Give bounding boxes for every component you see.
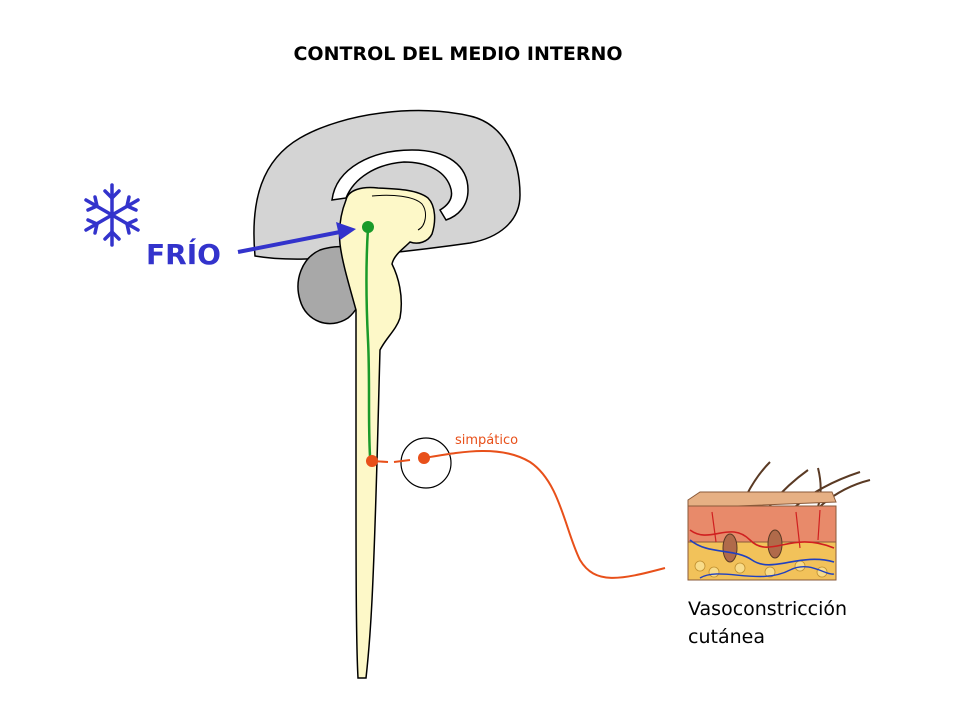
postganglionic-fiber (423, 449, 666, 579)
third-ventricle (371, 194, 426, 231)
skin-cross-section (687, 461, 871, 581)
stimulus-arrow (237, 230, 341, 254)
effect-label-line2: cutánea (688, 626, 765, 648)
sympathetic-label: simpático (455, 433, 518, 448)
stimulus-label: FRÍO (146, 237, 221, 271)
effect-label-line1: Vasoconstricción (688, 598, 847, 620)
preganglionic-fiber (371, 459, 411, 463)
hypothalamus-neuron (362, 221, 374, 233)
stimulus-arrowhead (336, 222, 356, 240)
sympathetic-ganglion (400, 437, 452, 489)
snowflake-icon (84, 183, 140, 247)
page-title: CONTROL DEL MEDIO INTERNO (293, 43, 622, 65)
corpus-callosum (331, 149, 469, 221)
central-pathway (365, 227, 372, 457)
brainstem-spinal-cord (338, 186, 436, 679)
